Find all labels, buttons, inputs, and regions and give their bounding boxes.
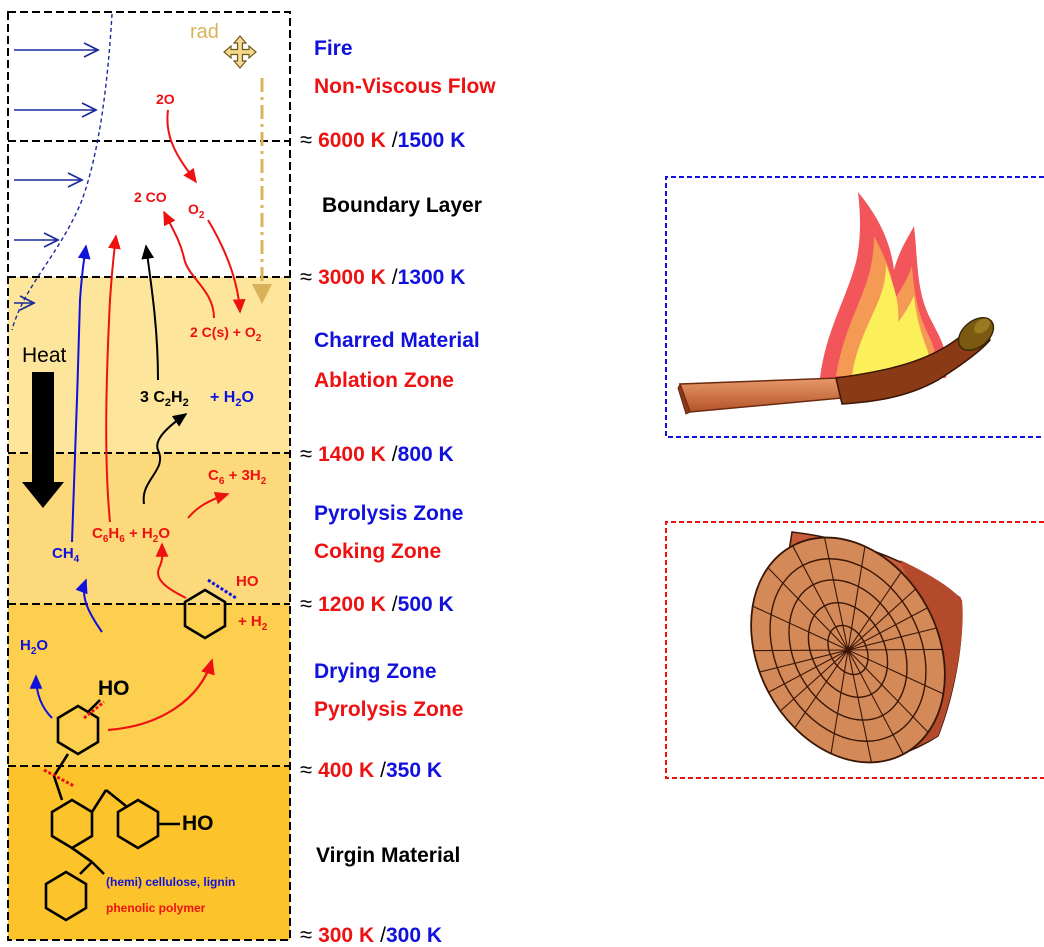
chain-bond-1 <box>52 753 70 777</box>
label-water-product: + H2O <box>210 389 254 409</box>
chain-bond-6 <box>91 861 105 875</box>
shield-panel-border <box>665 521 1044 779</box>
zone-virgin <box>8 766 290 940</box>
phenol-ring <box>183 588 227 640</box>
reaction-arrows <box>29 109 246 732</box>
label-acetylene: 3 C2H2 <box>140 389 189 409</box>
label-ablation: Ablation Zone <box>314 369 454 392</box>
stick-end <box>677 382 691 415</box>
zone-pyrolysis <box>8 453 290 604</box>
cleave-bond-3 <box>43 768 75 788</box>
match-panel-border <box>665 176 1044 438</box>
heat-shield-panel <box>665 521 1044 779</box>
label-o2: O2 <box>188 201 205 221</box>
label-boundary: Boundary Layer <box>322 194 482 217</box>
temp-row: ≈1200 K/500 K <box>300 591 454 616</box>
label-char-reaction: 2 C(s) + O2 <box>190 324 262 344</box>
temperature-labels: ≈6000 K/1500 K ≈3000 K/1300 K ≈1400 K/80… <box>300 127 465 947</box>
polymer-ring-3 <box>44 870 88 922</box>
arrow-h2o <box>29 674 53 719</box>
label-coking: Coking Zone <box>314 540 441 563</box>
arrow-polymer-phenol <box>107 658 215 732</box>
heat-arrow-shaft <box>32 372 54 482</box>
molecules <box>43 578 237 922</box>
radiation: rad <box>190 21 272 304</box>
arrow-char-2co <box>163 210 215 319</box>
chain-bond-7 <box>79 861 93 875</box>
polymer-ring-2 <box>116 798 160 850</box>
column-border <box>7 11 291 941</box>
heat-arrow-head <box>22 482 64 508</box>
label-phenolic: phenolic polymer <box>106 901 206 915</box>
label-h2o: H2O <box>20 637 48 657</box>
label-2co: 2 CO <box>134 189 167 205</box>
label-benzene: C6H6 + H2O <box>92 525 170 545</box>
flow-profile <box>11 13 113 331</box>
rad-label: rad <box>190 21 219 43</box>
heat-arrow: Heat <box>22 344 67 508</box>
zone-labels: Fire Non-Viscous Flow Boundary Layer Cha… <box>314 37 496 867</box>
label-virgin: Virgin Material <box>316 844 460 867</box>
label-c6: C6 + 3H2 <box>208 467 267 487</box>
label-pyrolysis-2: Pyrolysis Zone <box>314 698 463 721</box>
chain-bond-3 <box>90 789 108 813</box>
label-fire: Fire <box>314 37 353 60</box>
arrow-o2-char <box>207 219 246 314</box>
chain-bond-2 <box>52 775 64 801</box>
zone-drying <box>8 604 290 766</box>
boundary-layer-profile <box>11 13 113 331</box>
chain-bond-4 <box>105 788 127 808</box>
cleave-bond-1 <box>207 578 237 600</box>
drying-ring <box>56 704 100 756</box>
stick-charred <box>835 320 991 405</box>
label-ch4: CH4 <box>52 545 80 565</box>
heat-label: Heat <box>22 344 67 367</box>
arrow-blue-ch4 <box>75 578 103 633</box>
temp-row: ≈1400 K/800 K <box>300 441 454 466</box>
label-ho-small: HO <box>236 573 259 590</box>
rad-arrowhead <box>252 284 272 304</box>
ho-bond-mid <box>87 699 101 713</box>
label-pyrolysis: Pyrolysis Zone <box>314 502 463 525</box>
arrow-black-benzene-acetylene <box>142 413 188 505</box>
label-ho-low: HO <box>182 812 214 835</box>
temp-row: ≈3000 K/1300 K <box>300 264 465 289</box>
label-cellulose: (hemi) cellulose, lignin <box>106 875 235 889</box>
arrow-benzene-c6 <box>187 491 230 519</box>
cleave-bond-2 <box>83 700 105 720</box>
burning-match-panel <box>665 176 1044 438</box>
match-head-highlight <box>974 318 990 334</box>
chain-bond-5 <box>71 846 93 864</box>
arrow-red-benzene-up <box>105 234 121 523</box>
flame-inner <box>852 264 929 378</box>
label-drying: Drying Zone <box>314 660 437 683</box>
temp-row: ≈400 K/350 K <box>300 757 442 782</box>
arrow-blue-ch4-up <box>71 244 91 543</box>
stick-unburnt <box>678 377 843 413</box>
arrow-phenol-benzene <box>155 542 187 599</box>
move-cross-icon <box>223 35 257 69</box>
label-charred: Charred Material <box>314 329 480 352</box>
reactions: 2O 2 CO O2 2 C(s) + O2 3 C2H2 + H2O C6 +… <box>20 91 268 915</box>
heat-shield-tiles <box>751 537 945 763</box>
label-plus-h2: + H2 <box>238 613 268 633</box>
label-2o: 2O <box>156 91 175 107</box>
label-ho-mid: HO <box>98 677 130 700</box>
arrow-2o-o2 <box>166 109 197 184</box>
arrow-black-acetylene-up <box>141 244 159 381</box>
temp-row: ≈6000 K/1500 K <box>300 127 465 152</box>
temp-row: ≈300 K/300 K <box>300 922 442 947</box>
label-nonviscous: Non-Viscous Flow <box>314 75 496 98</box>
